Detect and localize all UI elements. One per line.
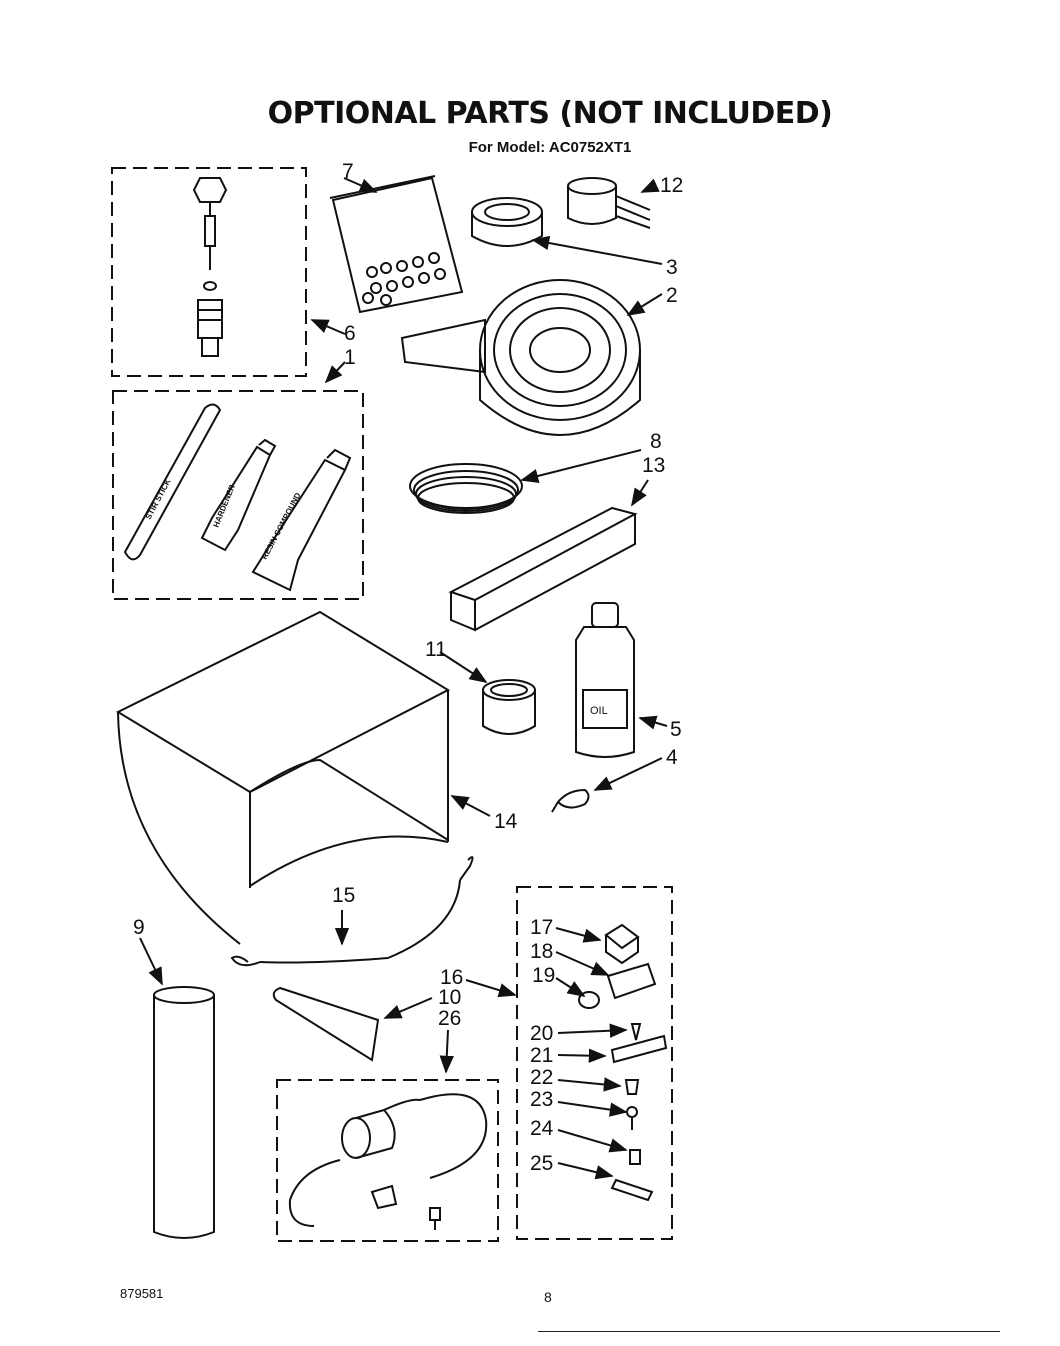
sealant-tube-icon (272, 986, 380, 1062)
callout-23: 23 (530, 1088, 553, 1111)
paint-can-icon (482, 679, 536, 735)
large-tape-roll-icon (400, 279, 641, 436)
spray-can-icon (153, 986, 215, 1239)
document-number: 879581 (120, 1286, 164, 1301)
thermostat-kit-icon (288, 1093, 488, 1230)
callout-15: 15 (332, 884, 355, 907)
callout-13: 13 (642, 454, 665, 477)
callout-3: 3 (666, 256, 678, 279)
valve-cap-icon (551, 788, 590, 813)
callout-2: 2 (666, 284, 678, 307)
group-box-6 (111, 167, 307, 377)
callout-12: 12 (660, 174, 683, 197)
o-ring-bag-icon (329, 175, 464, 314)
footer-rule (538, 1331, 1000, 1332)
callout-21: 21 (530, 1044, 553, 1067)
unit-cover-icon (115, 610, 451, 945)
callout-17: 17 (530, 916, 553, 939)
callout-26: 26 (438, 1007, 461, 1030)
callout-8: 8 (650, 430, 662, 453)
putty-bar-icon (448, 506, 638, 632)
stir-stick-icon (123, 403, 222, 561)
callout-10: 10 (438, 986, 461, 1009)
callout-16: 16 (440, 966, 463, 989)
group-box-26 (276, 1079, 499, 1242)
callout-9: 9 (133, 916, 145, 939)
hook-cord-icon (230, 856, 474, 967)
callout-24: 24 (530, 1117, 554, 1140)
wire-coil-icon (409, 463, 523, 514)
resin-compound-label: RESIN COMPOUND (260, 491, 303, 561)
group-box-1 (112, 390, 364, 600)
resin-tube-icon (251, 448, 352, 592)
hardener-tube-icon (200, 438, 277, 552)
callout-20: 20 (530, 1022, 553, 1045)
callout-25: 25 (530, 1152, 553, 1175)
callout-19: 19 (532, 964, 555, 987)
oil-label: OIL (590, 705, 608, 717)
callout-11: 11 (425, 638, 447, 661)
callout-5: 5 (670, 718, 682, 741)
foam-tape-roll-icon (471, 197, 543, 247)
callout-6: 6 (344, 322, 356, 345)
hardener-label: HARDENER (212, 483, 237, 529)
callout-1: 1 (344, 346, 356, 369)
page-number: 8 (544, 1289, 552, 1305)
callout-18: 18 (530, 940, 553, 963)
fitting-assembly-icon (192, 177, 228, 357)
page-title: OPTIONAL PARTS (NOT INCLUDED) (267, 96, 833, 131)
callout-7: 7 (342, 160, 354, 183)
small-tape-roll-icon (567, 177, 651, 229)
callout-4: 4 (666, 746, 678, 769)
stir-stick-label: STIR STICK (144, 477, 173, 521)
callout-22: 22 (530, 1066, 553, 1089)
bracket-hardware-icons (578, 923, 668, 1202)
model-subtitle: For Model: AC0752XT1 (468, 139, 632, 156)
callout-14: 14 (494, 810, 518, 833)
oil-bottle-icon (575, 602, 635, 758)
